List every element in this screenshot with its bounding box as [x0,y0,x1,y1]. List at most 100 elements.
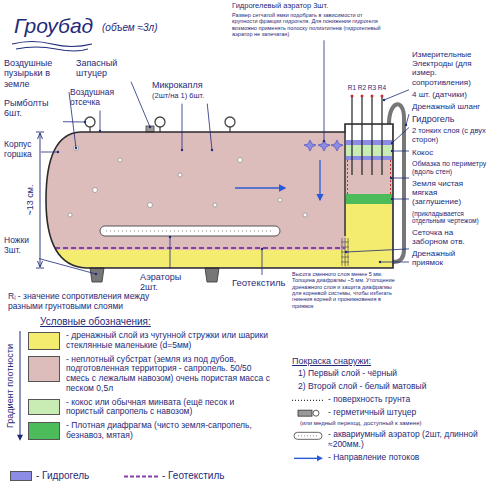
leader-dot [379,261,381,263]
leader-line [324,40,325,141]
leader-line [262,249,263,275]
leader-line [207,104,212,150]
callout-label: 2 тонких слоя (с двух сторон) [412,127,488,144]
leader-line [346,249,409,252]
leader-dot [391,142,393,144]
gradient-arrow [17,435,23,441]
electrode-tip [371,95,374,98]
legend-note: 1) Первый слой - чёрный [298,369,397,379]
electrode [381,96,382,175]
geotextile [55,247,345,249]
eyebolt [155,117,165,127]
leader-dot [57,151,59,153]
ground-surface-sample [292,400,324,401]
eyebolts [85,117,235,132]
electrode [371,96,372,175]
part-label: Гидрогелевый аэратор 3шт. [232,2,328,11]
leader-dot [95,273,97,275]
coconut-layer [346,145,392,156]
resistance-label: R3 [368,84,376,91]
electrodes [352,96,382,175]
eyebolt [85,117,95,127]
legend-text: - поверхность грунта [328,395,486,405]
leader-line [384,90,409,100]
callout-label: Аэраторы 2шт. [140,272,190,293]
callout-label: (2шт/на 1) 6шт. [152,92,204,101]
hydrogel-aerator [304,140,316,151]
leader-line [392,151,409,152]
air-bubble [68,213,72,217]
legend-text: - Гидрогель [36,470,89,482]
title: Гроубад [14,14,93,38]
pot-body [46,124,393,268]
resistance-label: R2 [358,84,366,91]
leader-line [170,237,171,269]
hydrogel-aerator [318,140,330,151]
leader-line [63,121,85,122]
note-text: Размер сетчатой ямки подобрать в зависим… [232,12,382,37]
electrode-tips [351,95,384,98]
legend-text: - кокос или обычная минвата (ещё песок и… [66,398,271,418]
leader-line [380,262,409,263]
callout-label: Дренажный приямок [412,249,488,267]
leader-dot [261,248,263,250]
legend-swatch [28,422,60,440]
leader-line [39,259,96,274]
leader-line [131,82,150,127]
flow-arrow [319,160,320,200]
hydrogel-aerator [331,140,343,151]
title-underline [16,47,88,51]
leader-dot [84,121,86,123]
gradient-arrow [20,331,21,436]
geotextile-sample [124,476,158,478]
leader-dot [345,251,347,253]
drainage-pit [346,204,392,267]
callout-label: Рымболты 6шт. [4,98,60,119]
leader-line [100,111,101,131]
leader-dot [149,126,151,128]
leader-dot [181,149,183,151]
note-text: Высота сменного слоя менее 5 мм. Толщина… [292,271,402,309]
electrode [361,96,362,175]
legend-swatch [28,399,60,415]
hydrogel-layer [346,156,392,160]
aerator-symbol [298,435,318,436]
leader-dot [390,177,392,179]
legend-heading: Покраска снаружи: [292,356,371,366]
title-underline [12,42,92,47]
callout-label: Дренажный шланг [412,102,488,111]
callout-label: Воздушные пузырьки в земле [4,58,66,89]
partition-wall [344,132,345,236]
legend-note: 2) Второй слой - белый матовый [298,382,426,392]
leader-dot [391,198,393,200]
air-bubble [213,203,217,207]
callout-label: Геотекстиль [232,278,286,289]
flow-arrow-sample [294,458,318,459]
air-bubbles [68,146,307,218]
legend-text: - дренажный слой из чугунной стружки или… [66,331,271,351]
air-bubble [238,158,243,163]
dimension-label: ~13 см. [25,185,35,216]
leader-line [392,127,409,143]
callout-label: Измерительные Электроды (для измер. сопр… [412,50,488,87]
gradient-label: Градиент плотности [5,344,15,428]
air-bubble [148,203,153,208]
callout-label: Ножки 3шт. [4,236,36,256]
note-text: (или медный переход, доступный к замене) [300,420,486,427]
leader-dot [405,124,407,126]
legend-note: Rᵢ - значение сопротивления между разным… [8,292,168,312]
callout-label: Микрокапля [152,80,203,90]
note-text: (прикладывается отдельным чертежом) [412,210,488,225]
electrode [351,96,352,175]
callout-label: Сеточка на заборном отв. [412,228,488,246]
air-bubble [178,173,182,177]
legend-swatch [28,332,60,350]
leader-dot [169,236,171,238]
legend-text: - герметичный штуцер [328,408,486,418]
callout-label: Обмазка по периметру (вдоль стен) [412,160,488,176]
aerator-pores [106,230,274,231]
fitting-symbol [298,410,312,416]
resistance-label: R1 [348,84,356,91]
resistance-label: R4 [378,84,386,91]
